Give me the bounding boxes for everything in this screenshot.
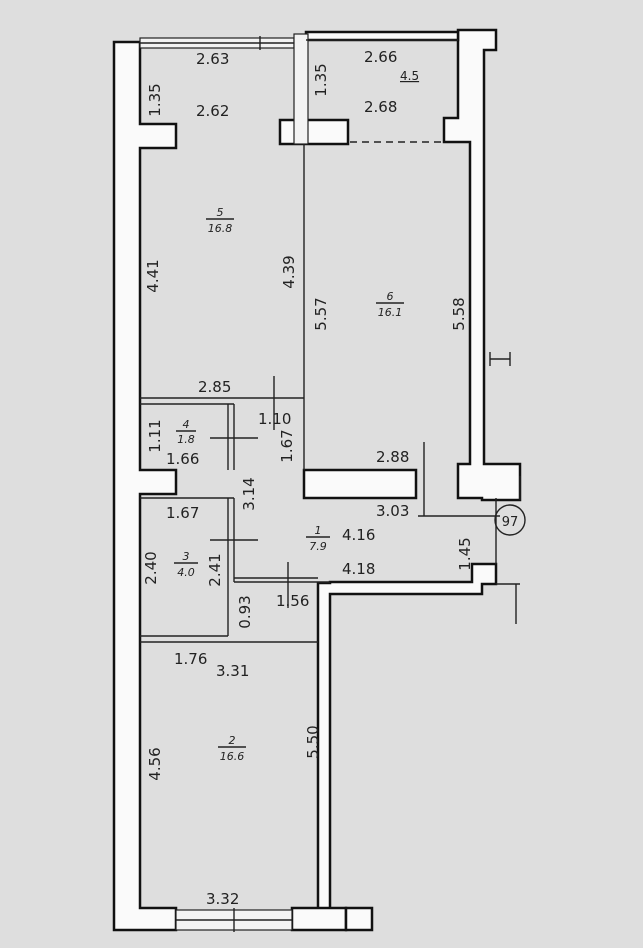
dim-1-67-horizontal: 1.67 (166, 504, 199, 522)
dim-1-67-vertical: 1.67 (278, 429, 296, 462)
room-number: 5 (217, 206, 224, 219)
dim-4-39: 4.39 (280, 255, 298, 288)
dim-3-14: 3.14 (240, 477, 258, 510)
dim-4-16: 4.16 (342, 526, 375, 544)
room-number: 4 (183, 418, 190, 431)
room-area: 4.0 (177, 566, 195, 579)
top-right-wall (304, 30, 460, 42)
dim-2-85: 2.85 (198, 378, 231, 396)
dimension-labels: 2.63 2.66 4.5 1.35 1.35 2.62 2.68 4.41 4… (142, 48, 474, 908)
balcony-partition (293, 33, 309, 145)
wall-column (278, 118, 350, 146)
room-label-6: 6 16.1 (376, 290, 404, 319)
dim-2-62: 2.62 (196, 102, 229, 120)
dim-1-76: 1.76 (174, 650, 207, 668)
apartment-number: 97 (502, 515, 519, 530)
left-outer-wall (112, 40, 178, 932)
dim-1-35-left: 1.35 (146, 83, 164, 116)
room-number: 6 (387, 290, 394, 303)
dim-1-56: 1.56 (276, 592, 309, 610)
room-label-2: 2 16.6 (218, 734, 246, 763)
dim-5-58: 5.58 (450, 297, 468, 330)
dim-3-32: 3.32 (206, 890, 239, 908)
dim-1-10: 1.10 (258, 410, 291, 428)
room-area: 16.8 (208, 222, 233, 235)
kitchen-wall-block (302, 468, 418, 500)
dim-1-35-right: 1.35 (312, 63, 330, 96)
room-area: 16.6 (220, 750, 245, 763)
dim-1-11: 1.11 (146, 419, 164, 452)
room-label-4: 4 1.8 (176, 418, 196, 446)
dim-2-88: 2.88 (376, 448, 409, 466)
dim-2-63: 2.63 (196, 50, 229, 68)
dim-2-41: 2.41 (206, 553, 224, 586)
right-outer-wall (442, 28, 522, 502)
dim-0-93: 0.93 (236, 595, 254, 628)
room-area: 16.1 (378, 306, 403, 319)
room-number: 1 (315, 524, 322, 537)
dim-2-66: 2.66 (364, 48, 397, 66)
dim-5-57: 5.57 (312, 297, 330, 330)
dim-3-31: 3.31 (216, 662, 249, 680)
room-area: 1.8 (177, 433, 195, 446)
apartment-number-circle (494, 504, 526, 536)
dim-1-66: 1.66 (166, 450, 199, 468)
room-number: 3 (183, 550, 190, 563)
dim-4-5: 4.5 (400, 69, 419, 83)
bottom-right-column (344, 906, 374, 932)
dim-4-18: 4.18 (342, 560, 375, 578)
dim-4-41: 4.41 (144, 259, 162, 292)
room-label-5: 5 16.8 (206, 206, 234, 235)
room-area: 7.9 (309, 540, 327, 553)
dim-2-68: 2.68 (364, 98, 397, 116)
dim-3-03: 3.03 (376, 502, 409, 520)
dim-1-45: 1.45 (456, 537, 474, 570)
bottom-wall (290, 562, 498, 932)
room-label-3: 3 4.0 (174, 550, 198, 579)
room-label-1: 1 7.9 (306, 524, 330, 553)
dim-5-50: 5.50 (304, 725, 322, 758)
dim-4-56: 4.56 (146, 747, 164, 780)
room-number: 2 (229, 734, 236, 747)
dim-2-40: 2.40 (142, 551, 160, 584)
